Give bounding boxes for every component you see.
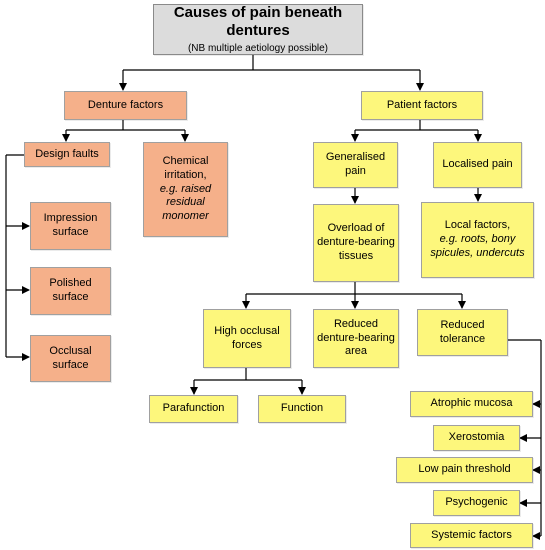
overload-label: Overload of denture-bearing tissues <box>317 222 395 262</box>
xerostomia-label: Xerostomia <box>448 431 505 444</box>
reduced-area-box: Reduced denture-bearing area <box>313 309 399 368</box>
patient-factors-label: Patient factors <box>386 98 458 111</box>
reduced-tolerance-label: Reduced tolerance <box>439 318 486 345</box>
parafunction-label: Parafunction <box>162 402 225 415</box>
chemical-irritation-example: e.g. raised residual monomer <box>159 182 212 223</box>
localised-pain-label: Localised pain <box>442 158 513 171</box>
systemic-factors-label: Systemic factors <box>431 528 512 541</box>
psychogenic-box: Psychogenic <box>433 490 520 516</box>
generalised-pain-box: Generalised pain <box>313 142 398 188</box>
generalised-pain-label: Generalised pain <box>325 151 386 177</box>
atrophic-mucosa-box: Atrophic mucosa <box>410 391 533 417</box>
parafunction-box: Parafunction <box>149 395 238 423</box>
low-pain-threshold-label: Low pain threshold <box>418 463 511 476</box>
local-factors-box: Local factors, e.g. roots, bony spicules… <box>421 202 534 278</box>
patient-factors-box: Patient factors <box>361 91 483 120</box>
diagram-title: Causes of pain beneath dentures <box>173 3 343 40</box>
low-pain-threshold-box: Low pain threshold <box>396 457 533 483</box>
polished-surface-box: Polished surface <box>30 267 111 315</box>
reduced-tolerance-box: Reduced tolerance <box>417 309 508 356</box>
chemical-irritation-box: Chemical irritation, e.g. raised residua… <box>143 142 228 237</box>
design-faults-box: Design faults <box>24 142 110 167</box>
occlusal-surface-label: Occlusal surface <box>49 344 92 371</box>
impression-surface-box: Impression surface <box>30 202 111 250</box>
atrophic-mucosa-label: Atrophic mucosa <box>430 397 513 410</box>
high-occlusal-forces-box: High occlusal forces <box>203 309 291 368</box>
polished-surface-label: Polished surface <box>49 277 92 303</box>
high-occlusal-forces-label: High occlusal forces <box>214 324 280 351</box>
diagram-title-box: Causes of pain beneath dentures (NB mult… <box>153 4 363 55</box>
impression-surface-label: Impression surface <box>43 212 98 238</box>
local-factors-label: Local factors, <box>444 219 511 232</box>
overload-box: Overload of denture-bearing tissues <box>313 204 399 282</box>
local-factors-example: e.g. roots, bony spicules, undercuts <box>430 233 525 259</box>
design-faults-label: Design faults <box>35 147 99 160</box>
localised-pain-box: Localised pain <box>433 142 522 188</box>
chemical-irritation-label: Chemical irritation, <box>162 155 209 181</box>
reduced-area-label: Reduced denture-bearing area <box>317 317 395 358</box>
occlusal-surface-box: Occlusal surface <box>30 335 111 382</box>
diagram-subtitle: (NB multiple aetiology possible) <box>187 43 329 54</box>
psychogenic-label: Psychogenic <box>445 496 508 509</box>
denture-factors-box: Denture factors <box>64 91 187 120</box>
denture-factors-label: Denture factors <box>87 98 164 111</box>
systemic-factors-box: Systemic factors <box>410 523 533 548</box>
xerostomia-box: Xerostomia <box>433 425 520 451</box>
function-label: Function <box>280 402 324 415</box>
function-box: Function <box>258 395 346 423</box>
